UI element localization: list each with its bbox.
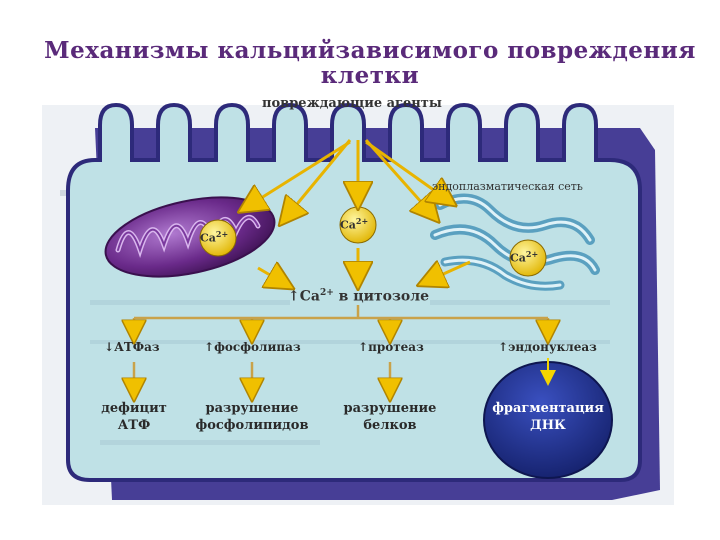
- ca-label-center: Ca2+: [340, 216, 369, 232]
- ca-label-mitochondrion: Ca2+: [200, 229, 229, 245]
- damaging-agents-label: повреждающие агенты: [262, 96, 442, 111]
- enzyme-bracket: [134, 305, 548, 332]
- outcome-arrows: [134, 362, 390, 390]
- enzyme-phospholipase: ↑фосфолипаз: [204, 340, 301, 354]
- mitochondrion: [104, 196, 276, 278]
- er-label: эндоплазматическая сеть: [432, 180, 583, 193]
- cytosol-arrows: [257, 248, 471, 282]
- enzyme-protease: ↑протеаз: [358, 340, 424, 354]
- ca-label-er: Ca2+: [510, 249, 539, 265]
- ca-circle-er: [509, 239, 547, 277]
- diagram-title: Механизмы кальцийзависимого повреждения …: [44, 37, 696, 89]
- enzyme-atpase: ↓АТФаз: [104, 340, 160, 354]
- cytosol-label: ↑Ca2+ в цитозоле: [288, 288, 430, 305]
- agent-arrows: [250, 139, 445, 215]
- ca-circle-mitochondrion: [199, 219, 237, 257]
- enzyme-endonuclease: ↑эндонуклеаз: [498, 340, 597, 354]
- cytoplasm-texture: [90, 300, 610, 445]
